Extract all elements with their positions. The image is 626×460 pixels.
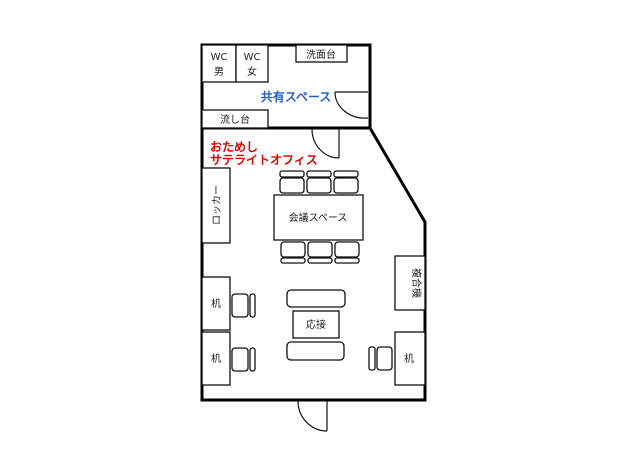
sink — [201, 109, 269, 129]
door-shared[interactable] — [334, 91, 369, 119]
locker — [201, 167, 231, 244]
door-entrance[interactable] — [297, 400, 328, 432]
meeting-table — [273, 194, 364, 241]
outer-wall — [200, 43, 427, 402]
copier — [394, 255, 426, 311]
meeting-chairs-bottom — [280, 241, 360, 264]
desk-right — [394, 331, 426, 386]
desk-left-1 — [201, 276, 231, 331]
locker-label: ロッカー — [211, 185, 223, 225]
reception-table — [292, 310, 340, 339]
reception-label: 応接 — [306, 318, 326, 331]
wc-women-label-2: 女 — [247, 65, 257, 78]
wc-men-label: WC — [211, 52, 228, 63]
desk-left-2 — [201, 331, 231, 386]
meeting-chairs-top — [279, 170, 359, 194]
sofa-top — [286, 289, 346, 308]
shared-space-label: 共有スペース — [261, 89, 332, 104]
office-label-1: おためし — [210, 140, 258, 154]
wc-women — [235, 44, 269, 83]
office-label-2: サテライトオフィス — [210, 153, 318, 167]
washbasin-label: 洗面台 — [306, 48, 336, 61]
wc-women-label: WC — [244, 52, 261, 63]
desk-label: 机 — [211, 352, 221, 365]
washbasin — [295, 44, 348, 63]
sofa-bottom — [286, 341, 345, 361]
wc-men-label-2: 男 — [214, 66, 224, 78]
desk-label: 机 — [211, 297, 221, 310]
desk-chairs — [231, 293, 393, 372]
desk-label: 机 — [404, 352, 414, 365]
door-office[interactable] — [311, 128, 340, 159]
meeting-space-label: 会議スペース — [289, 211, 348, 224]
copier-label: 複合機 — [410, 268, 423, 298]
sink-label: 流し台 — [220, 113, 250, 126]
